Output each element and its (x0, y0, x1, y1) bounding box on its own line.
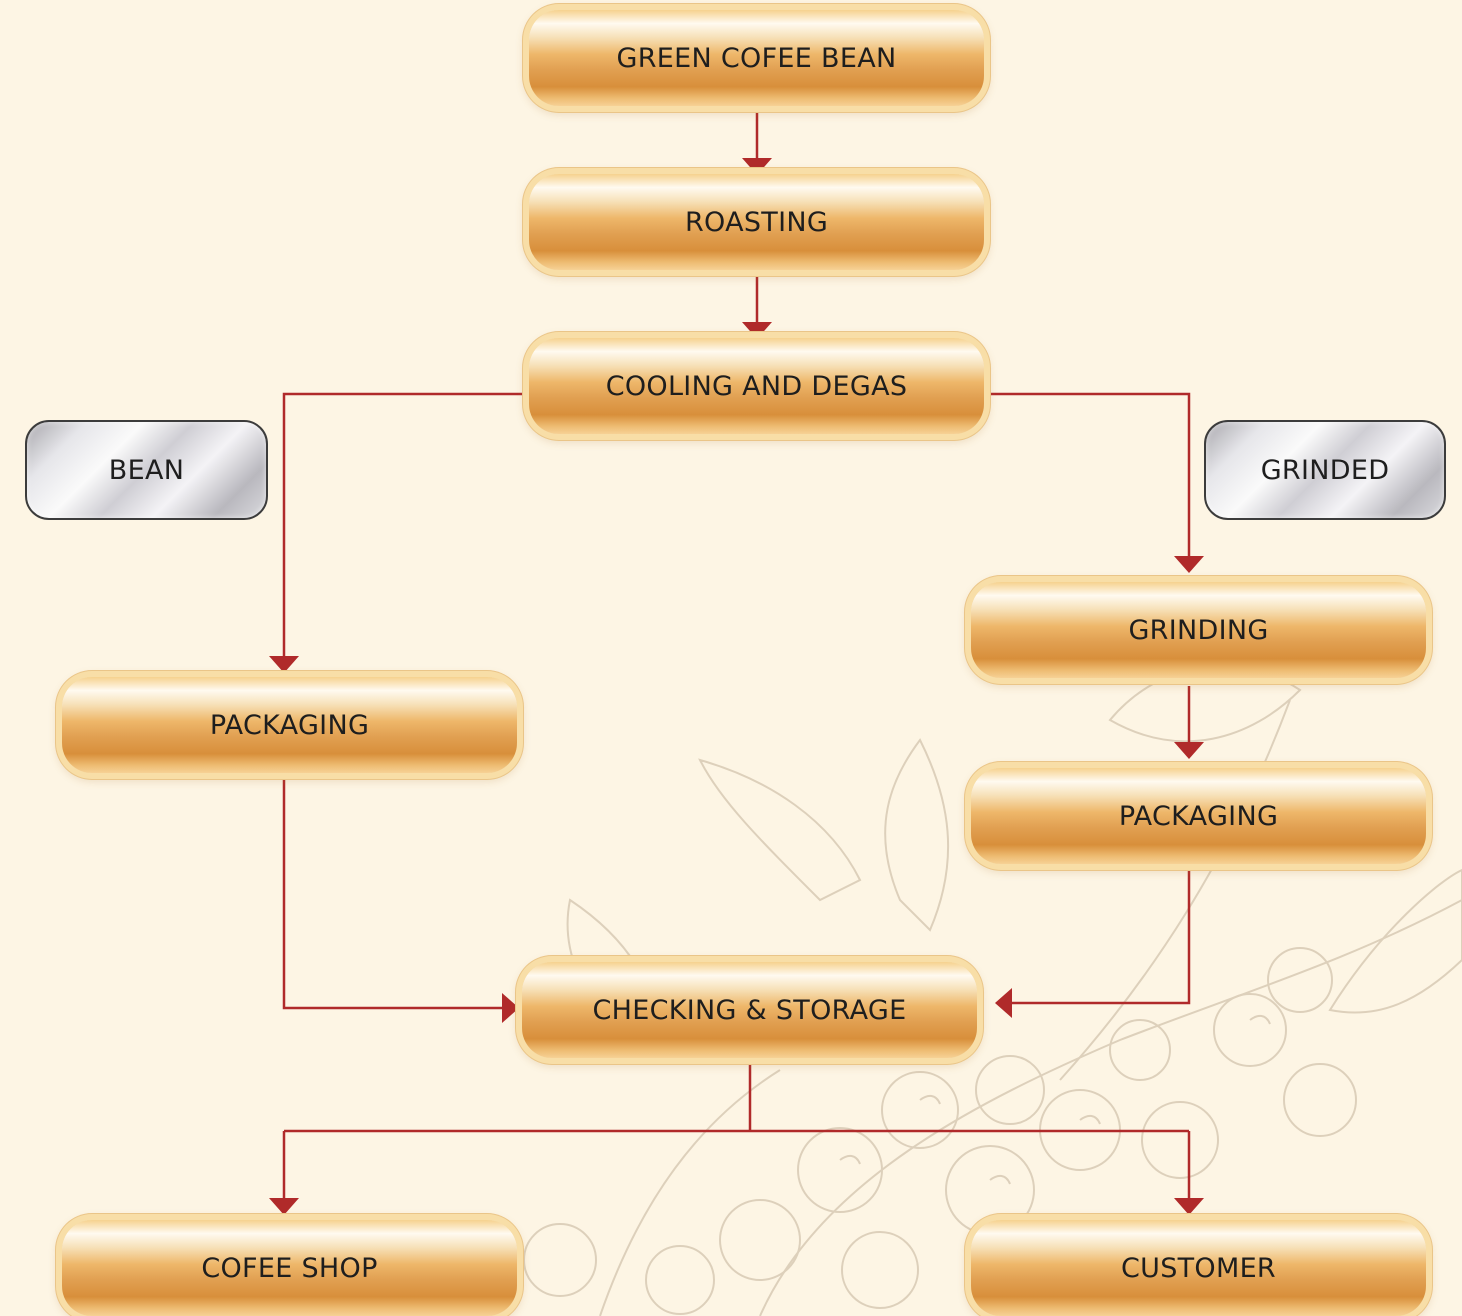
connector-packaging-bean-to-storage (282, 772, 502, 1010)
arrowhead-down-icon (269, 656, 299, 673)
step-label: PACKAGING (209, 709, 370, 741)
connector-packaging-grinded-to-storage (1012, 862, 1191, 1005)
connector-cooling-to-grinding (984, 392, 1191, 556)
step-coffee-shop: COFEE SHOP (62, 1220, 517, 1316)
arrowhead-right-icon (502, 993, 519, 1023)
arrowhead-down-icon (742, 322, 772, 339)
step-label: PACKAGING (1118, 800, 1279, 832)
arrowhead-down-icon (1174, 556, 1204, 573)
branch-label: BEAN (108, 454, 185, 486)
step-customer: CUSTOMER (971, 1220, 1426, 1316)
arrowhead-down-icon (742, 158, 772, 175)
step-cooling-and-degas: COOLING AND DEGAS (529, 338, 984, 434)
arrowhead-down-icon (1174, 742, 1204, 759)
step-label: CUSTOMER (1120, 1252, 1276, 1284)
branch-label-grinded: GRINDED (1204, 420, 1446, 520)
branch-label: GRINDED (1260, 454, 1390, 486)
step-label: COFEE SHOP (201, 1252, 378, 1284)
step-label: ROASTING (684, 206, 829, 238)
connector-cooling-to-packaging-bean (282, 392, 528, 656)
step-packaging-grinded: PACKAGING (971, 768, 1426, 864)
step-label: CHECKING & STORAGE (592, 994, 907, 1026)
step-label: COOLING AND DEGAS (605, 370, 908, 402)
step-roasting: ROASTING (529, 174, 984, 270)
step-grinding: GRINDING (971, 582, 1426, 678)
arrowhead-down-icon (269, 1198, 299, 1215)
step-label: GREEN COFEE BEAN (616, 42, 897, 74)
branch-label-bean: BEAN (25, 420, 268, 520)
arrowhead-down-icon (1174, 1198, 1204, 1215)
step-packaging-bean: PACKAGING (62, 677, 517, 773)
step-label: GRINDING (1128, 614, 1269, 646)
step-green-coffee-bean: GREEN COFEE BEAN (529, 10, 984, 106)
arrowhead-left-icon (995, 988, 1012, 1018)
step-checking-storage: CHECKING & STORAGE (522, 962, 977, 1058)
